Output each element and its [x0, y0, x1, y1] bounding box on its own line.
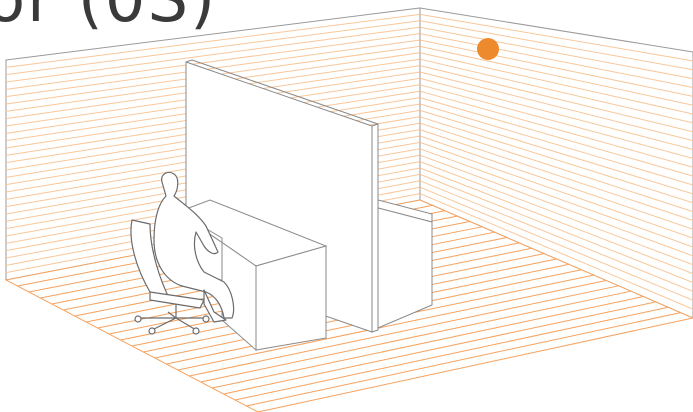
- hatch-line: [419, 65, 693, 133]
- hatch-line: [419, 122, 693, 213]
- hatch-line: [419, 103, 693, 186]
- hatch-line: [419, 193, 693, 310]
- hatch-line: [419, 135, 693, 230]
- hatch-line: [419, 161, 693, 266]
- right-wall-hatching: [419, 13, 693, 310]
- hatch-line: [419, 33, 693, 88]
- chair-wheel: [148, 327, 156, 335]
- hatch-line: [419, 90, 693, 168]
- hatch-line: [419, 116, 693, 204]
- hatch-line: [419, 186, 693, 301]
- partition-edge: [371, 123, 379, 333]
- hatch-line: [419, 84, 693, 159]
- hatch-line: [419, 109, 693, 195]
- hatch-line: [419, 141, 693, 239]
- hatch-line: [419, 154, 693, 257]
- seated-person-icon: [130, 171, 235, 335]
- chair-wheel: [192, 327, 200, 335]
- hatch-line: [246, 312, 681, 407]
- sun-dot-icon: [477, 38, 499, 60]
- hatch-line: [419, 167, 693, 275]
- front-desk: [176, 199, 328, 352]
- hatch-line: [5, 33, 421, 90]
- hatch-line: [419, 58, 693, 124]
- hatch-line: [234, 306, 669, 401]
- hatch-line: [5, 39, 421, 98]
- hatch-line: [419, 52, 693, 115]
- hatch-line: [212, 296, 644, 389]
- page-title: or (0S): [0, 0, 218, 37]
- hatch-line: [419, 97, 693, 177]
- right-wall: [419, 7, 693, 319]
- hatch-line: [5, 13, 421, 68]
- hatch-line: [419, 148, 693, 248]
- chair-wheel: [134, 315, 142, 323]
- hatch-line: [200, 290, 632, 383]
- person-body: [153, 171, 235, 319]
- chair-seat: [149, 291, 205, 309]
- hatch-line: [5, 20, 421, 76]
- hatch-line: [419, 173, 693, 283]
- hatch-line: [419, 39, 693, 97]
- chair-base: [138, 311, 206, 331]
- hatch-line: [177, 279, 607, 371]
- partition-top-edge: [185, 59, 193, 63]
- hatch-line: [419, 26, 693, 80]
- hatch-line: [419, 20, 693, 71]
- front-desk-side: [177, 211, 257, 352]
- hatch-line: [419, 129, 693, 221]
- person-legs: [203, 289, 227, 323]
- chair-wheel: [202, 315, 210, 323]
- hatch-line: [419, 180, 693, 292]
- hatch-line: [223, 301, 656, 395]
- hatch-line: [419, 71, 693, 142]
- hatch-line: [419, 13, 693, 62]
- partition-top-edge-2: [191, 59, 379, 125]
- hatch-line: [419, 45, 693, 106]
- hatch-line: [5, 26, 421, 83]
- hatch-line: [189, 285, 619, 377]
- back-desk: [377, 199, 433, 329]
- hatch-line: [419, 77, 693, 151]
